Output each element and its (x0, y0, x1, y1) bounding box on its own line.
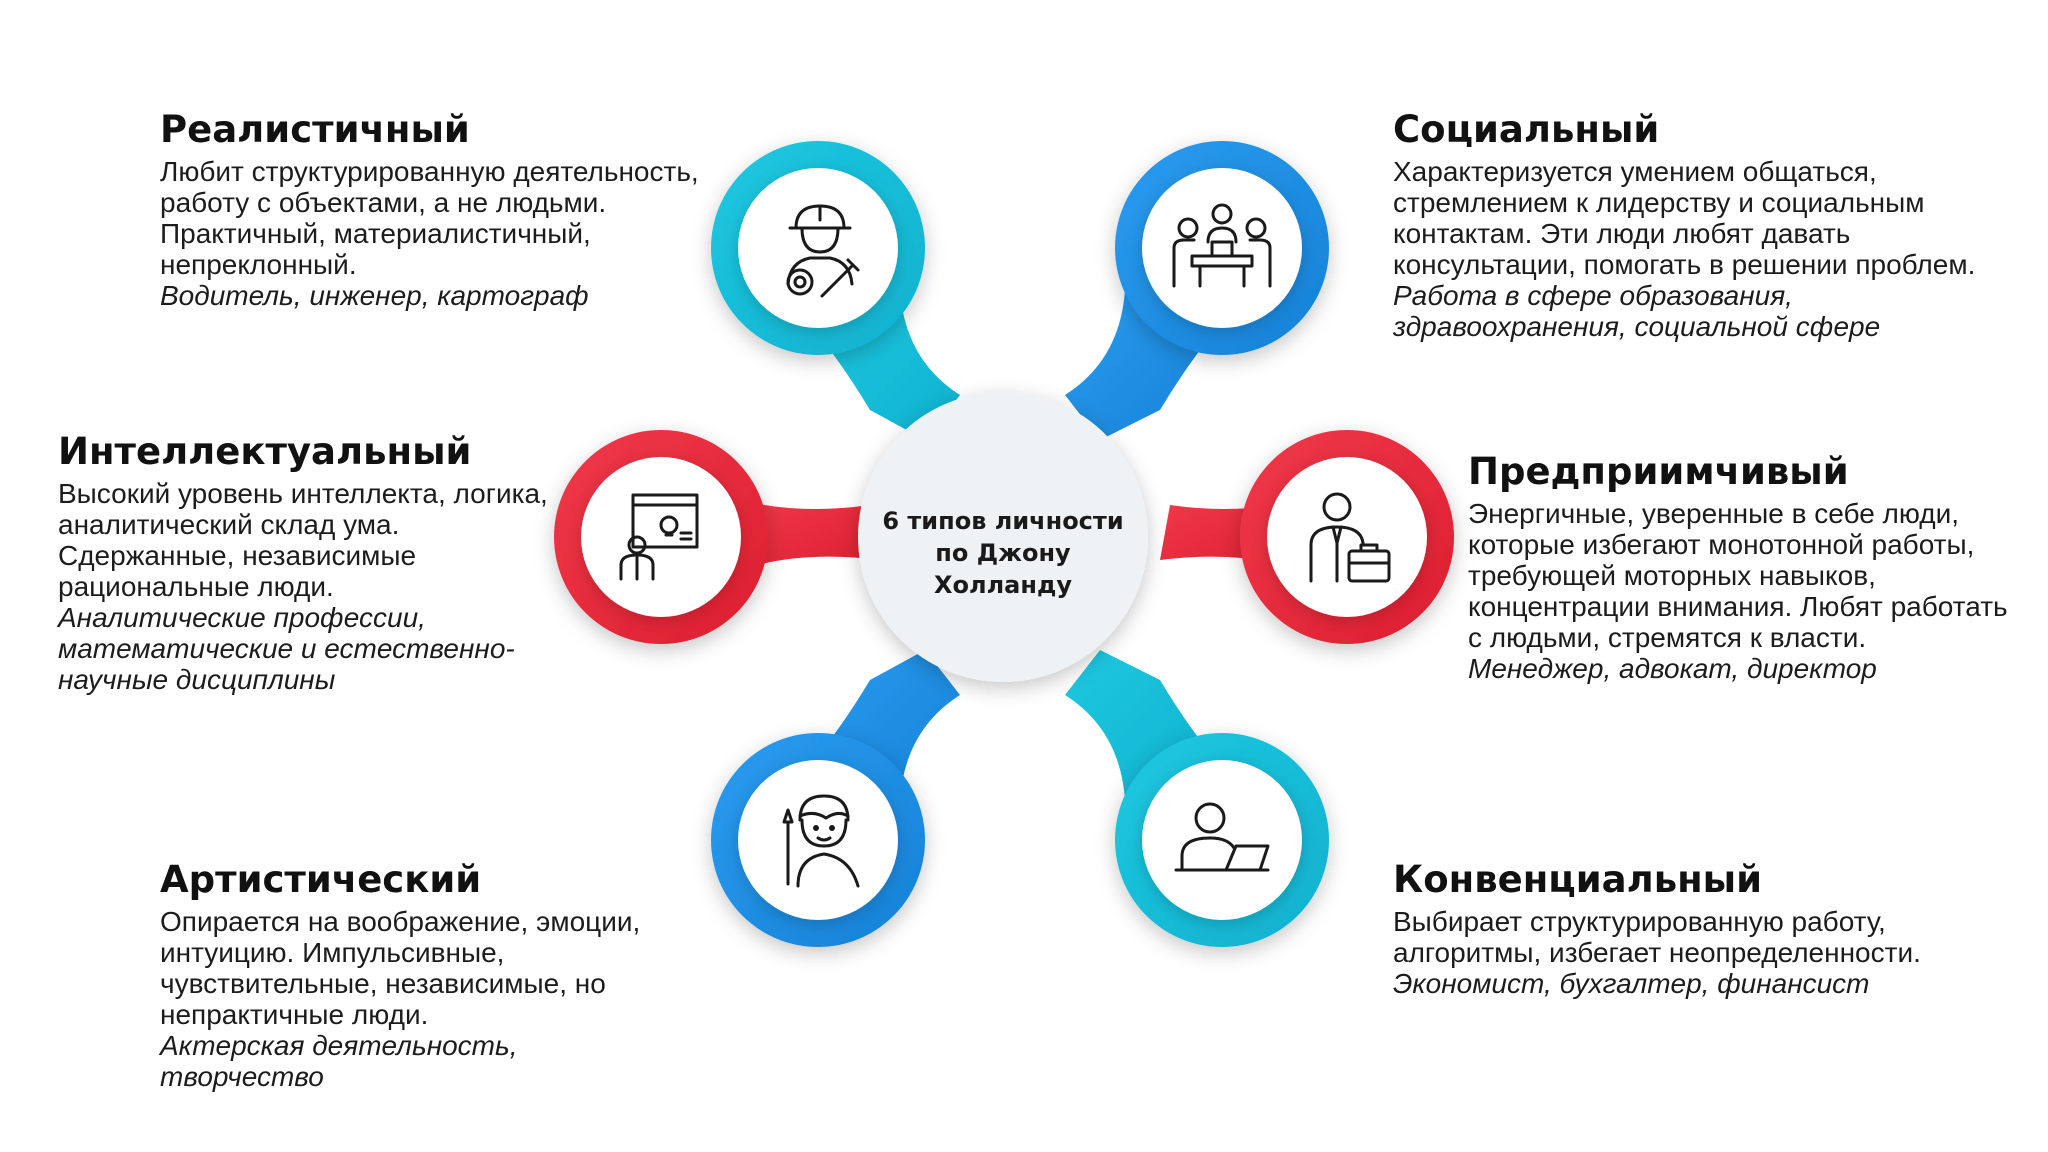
type-artistic-block: Артистический Опирается на воображение, … (160, 858, 680, 1092)
type-conventional-desc-line: алгоритмы, избегает неопределенности. (1393, 937, 1921, 968)
type-social-desc-line: Характеризуется умением общаться, (1393, 156, 1877, 187)
center-title-line1: 6 типов личности (882, 507, 1124, 535)
disk-artistic (738, 760, 898, 920)
type-intellectual-desc-line: Высокий уровень интеллекта, логика, (58, 478, 548, 509)
type-conventional-block: Конвенциальный Выбирает структурированну… (1393, 858, 1953, 999)
disk-realistic (738, 168, 898, 328)
type-social-desc-line: консультации, помогать в решении проблем… (1393, 249, 1976, 280)
type-intellectual-desc-line: рациональные люди. (58, 571, 334, 602)
disk-intellectual (581, 457, 741, 617)
type-realistic-desc-line: Любит структурированную деятельность, (160, 156, 699, 187)
type-realistic-desc-line: непреклонный. (160, 249, 357, 280)
type-enterprising-title: Предприимчивый (1468, 450, 1849, 493)
type-artistic-desc-line: чувствительные, независимые, но (160, 968, 606, 999)
type-conventional-desc-line: Выбирает структурированную работу, (1393, 906, 1886, 937)
businessman-icon (1309, 492, 1391, 583)
type-intellectual-desc-line: Сдержанные, независимые (58, 540, 417, 571)
engineer-icon (786, 204, 860, 298)
type-realistic-desc-line: Практичный, материалистичный, (160, 218, 591, 249)
connector-intellectual (740, 500, 880, 570)
type-social-desc-line: стремлением к лидерству и социальным (1393, 187, 1925, 218)
type-conventional-title: Конвенциальный (1393, 858, 1763, 901)
type-intellectual-examples: научные дисциплины (58, 664, 336, 695)
disk-social (1142, 168, 1302, 328)
type-intellectual-desc-line: аналитический склад ума. (58, 509, 400, 540)
type-social-title: Социальный (1393, 108, 1660, 151)
center-circle (858, 392, 1148, 682)
type-intellectual-examples: математические и естественно- (58, 633, 515, 664)
type-enterprising-desc-line: которые избегают монотонной работы, (1468, 529, 1975, 560)
type-artistic-desc-line: Опирается на воображение, эмоции, (160, 906, 641, 937)
type-enterprising-desc-line: с людьми, стремятся к власти. (1468, 622, 1867, 653)
type-realistic-examples: Водитель, инженер, картограф (160, 280, 589, 311)
type-social-block: Социальный Характеризуется умением общат… (1393, 108, 2013, 342)
type-enterprising-block: Предприимчивый Энергичные, уверенные в с… (1468, 450, 2028, 684)
type-enterprising-desc-line: Энергичные, уверенные в себе люди, (1468, 498, 1960, 529)
type-artistic-desc-line: интуицию. Импульсивные, (160, 937, 505, 968)
type-artistic-desc-line: непрактичные люди. (160, 999, 429, 1030)
type-intellectual-block: Интеллектуальный Высокий уровень интелле… (58, 430, 558, 695)
type-social-examples: здравоохранения, социальной сфере (1393, 311, 1881, 342)
type-realistic-desc-line: работу с объектами, а не людьми. (160, 187, 607, 218)
type-intellectual-title: Интеллектуальный (58, 430, 472, 473)
center-title: 6 типов личности по Джону Холланду (863, 505, 1143, 601)
type-realistic-block: Реалистичный Любит структурированную дея… (160, 108, 720, 311)
type-intellectual-examples: Аналитические профессии, (58, 602, 426, 633)
type-enterprising-desc-line: требующей моторных навыков, (1468, 560, 1876, 591)
disk-enterprising (1267, 457, 1427, 617)
artist-icon (782, 794, 860, 888)
center-title-line2: по Джону Холланду (934, 539, 1072, 599)
meeting-icon (1172, 203, 1272, 288)
laptop-user-icon (1174, 802, 1270, 872)
type-social-desc-line: контактам. Эти люди любят давать (1393, 218, 1851, 249)
type-artistic-examples: Актерская деятельность, творчество (160, 1030, 518, 1092)
type-enterprising-desc-line: концентрации внимания. Любят работать (1468, 591, 2008, 622)
type-enterprising-examples: Менеджер, адвокат, директор (1468, 653, 1877, 684)
type-artistic-title: Артистический (160, 858, 482, 901)
type-conventional-examples: Экономист, бухгалтер, финансист (1393, 968, 1870, 999)
presenter-idea-icon (619, 493, 699, 581)
type-social-examples: Работа в сфере образования, (1393, 280, 1793, 311)
type-realistic-title: Реалистичный (160, 108, 470, 151)
